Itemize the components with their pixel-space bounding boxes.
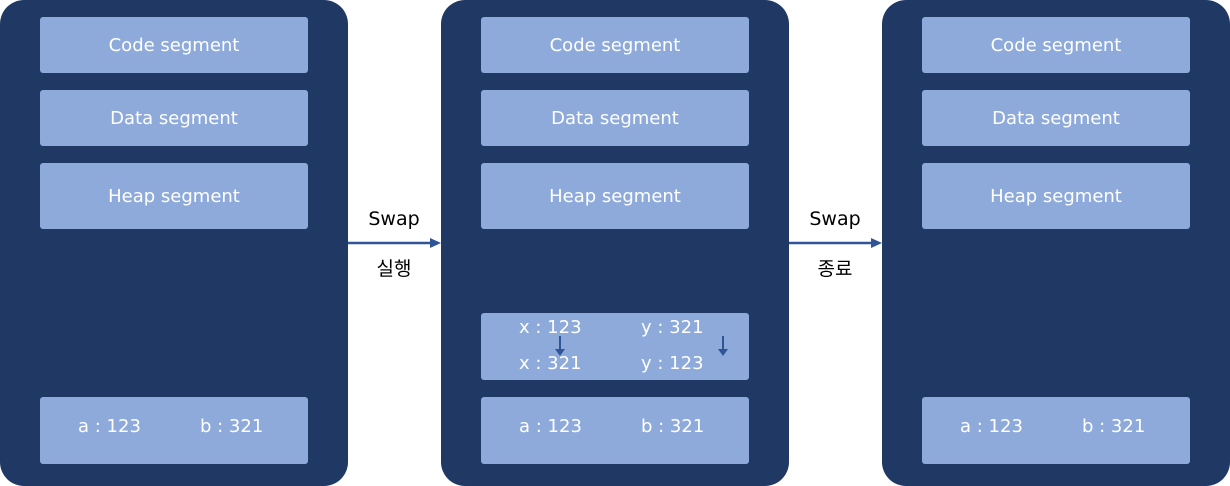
main-stack-frame: a : 123 b : 321 [922, 397, 1190, 464]
swap-arrows [555, 336, 728, 356]
main-stack-frame: a : 123 b : 321 [40, 397, 308, 464]
var-x-before: x : 123 [519, 317, 582, 338]
x-change-arrow [555, 336, 565, 356]
data-segment: Data segment [922, 90, 1190, 146]
memory-panel-during: Code segment Data segment Heap segment x… [441, 0, 789, 486]
var-a: a : 123 [519, 416, 582, 437]
var-a: a : 123 [78, 416, 141, 437]
transition-1-top-label: Swap [368, 208, 420, 230]
main-stack-frame: a : 123 b : 321 [481, 397, 749, 464]
transition-2-bottom-label: 종료 [817, 258, 853, 280]
y-change-arrow [718, 336, 728, 356]
var-b: b : 321 [641, 416, 705, 437]
arrow-swap-end [789, 238, 882, 248]
heap-segment: Heap segment [922, 163, 1190, 229]
transition-2-top-label: Swap [809, 208, 861, 230]
transition-1-bottom-label: 실행 [376, 258, 412, 280]
arrow-swap-start [348, 238, 441, 248]
code-segment: Code segment [922, 17, 1190, 73]
var-x-after: x : 321 [519, 353, 582, 374]
memory-panel-before: Code segment Data segment Heap segment a… [0, 0, 348, 486]
var-y-after: y : 123 [641, 353, 704, 374]
swap-stack-frame: x : 123 y : 321 x : 321 y : 123 [481, 313, 749, 380]
code-segment: Code segment [40, 17, 308, 73]
var-y-before: y : 321 [641, 317, 704, 338]
var-b: b : 321 [1082, 416, 1146, 437]
heap-segment: Heap segment [40, 163, 308, 229]
data-segment: Data segment [40, 90, 308, 146]
var-b: b : 321 [200, 416, 264, 437]
heap-segment: Heap segment [481, 163, 749, 229]
var-a: a : 123 [960, 416, 1023, 437]
code-segment: Code segment [481, 17, 749, 73]
data-segment: Data segment [481, 90, 749, 146]
memory-panel-after: Code segment Data segment Heap segment a… [882, 0, 1230, 486]
